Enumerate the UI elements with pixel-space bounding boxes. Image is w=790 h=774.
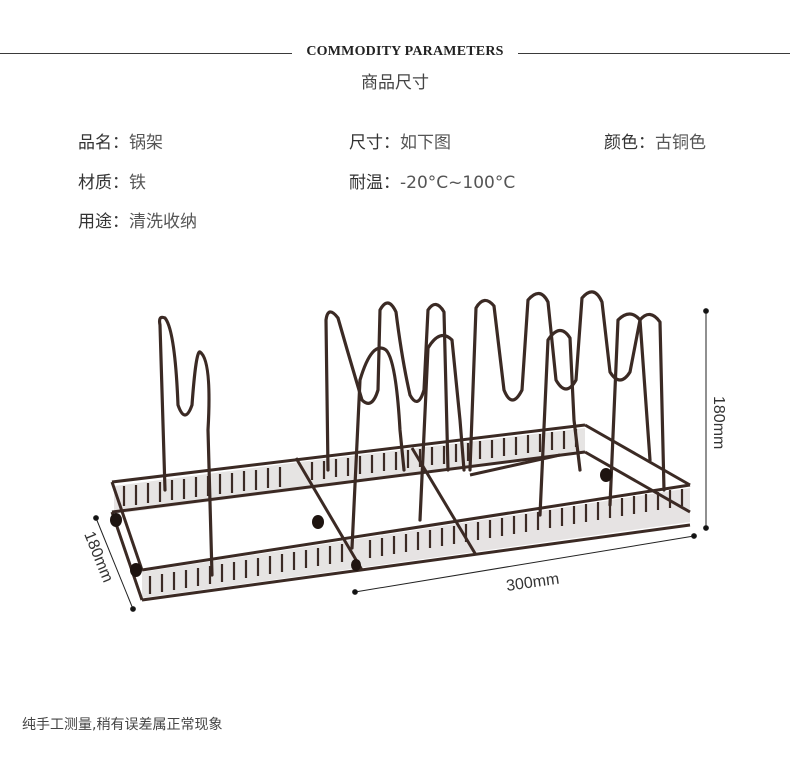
param-label: 颜色：	[604, 133, 655, 153]
disclaimer-text: 纯手工测量,稍有误差属正常现象	[22, 717, 223, 733]
param-label: 用途：	[78, 212, 129, 232]
param-color: 颜色：古铜色	[604, 128, 706, 153]
param-size: 尺寸：如下图	[349, 128, 451, 153]
pot-rack-image: 180mm 300mm 180mm	[80, 290, 727, 612]
param-value: 古铜色	[655, 133, 706, 153]
param-usage: 用途：清洗收纳	[78, 207, 197, 232]
param-name: 品名：锅架	[78, 128, 163, 153]
header-line-left	[0, 53, 292, 54]
param-label: 耐温：	[349, 173, 400, 193]
param-label: 尺寸：	[349, 133, 400, 153]
header-subtitle: 商品尺寸	[361, 73, 429, 93]
param-value: 铁	[129, 173, 146, 193]
param-material: 材质：铁	[78, 168, 146, 193]
param-value: 如下图	[400, 133, 451, 153]
param-label: 材质：	[78, 173, 129, 193]
dimension-width-label: 300mm	[505, 571, 560, 595]
dimension-depth-label: 180mm	[80, 529, 116, 585]
param-label: 品名：	[78, 133, 129, 153]
param-value: -20°C~100°C	[400, 173, 516, 193]
header-title: COMMODITY PARAMETERS	[306, 44, 504, 59]
header-line-right	[518, 53, 790, 54]
dimension-height-label: 180mm	[710, 396, 727, 449]
param-value: 锅架	[129, 133, 163, 153]
param-value: 清洗收纳	[129, 212, 197, 232]
param-temperature: 耐温：-20°C~100°C	[349, 168, 515, 193]
